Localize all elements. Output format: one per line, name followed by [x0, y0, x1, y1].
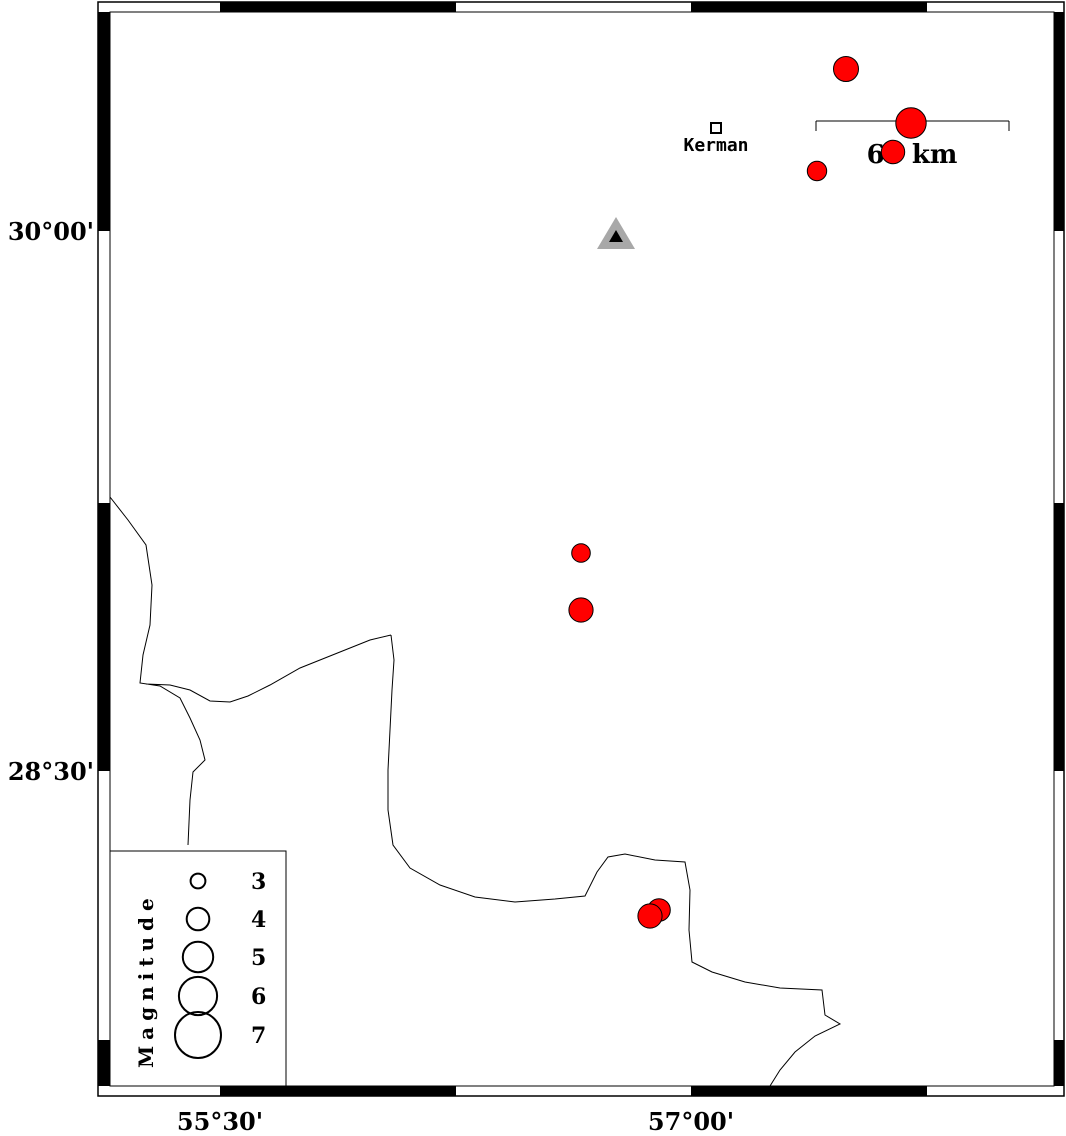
station-marker	[597, 217, 635, 249]
legend-circle-7	[174, 1011, 222, 1059]
lon-label-57-00: 57°00'	[648, 1107, 734, 1136]
earthquake-event-2	[895, 107, 927, 139]
station-triangle-inner-icon	[609, 230, 623, 242]
legend-label-6: 6	[251, 984, 266, 1010]
lat-label-28-30: 28°30'	[8, 757, 94, 786]
earthquake-event-5	[571, 543, 591, 563]
province-boundary	[109, 496, 842, 1087]
legend-items: 3 4 5 6 7	[174, 869, 266, 1059]
frame-left-ticks	[98, 12, 110, 1086]
lat-label-30-00: 30°00'	[8, 217, 94, 246]
city-label: Kerman	[683, 135, 748, 156]
scale-bar-label: 60 km	[867, 140, 958, 170]
city-kerman: Kerman	[683, 122, 749, 156]
legend-circle-4	[185, 906, 211, 932]
earthquake-event-4	[806, 160, 828, 182]
frame-bottom-ticks	[220, 1086, 927, 1096]
legend-circle-6	[177, 975, 219, 1017]
legend-label-3: 3	[251, 869, 266, 895]
frame-right-ticks	[1054, 12, 1064, 1086]
city-square-icon	[710, 122, 722, 134]
legend-label-5: 5	[251, 945, 266, 971]
legend-box	[109, 850, 287, 1087]
events-layer	[568, 56, 927, 929]
earthquake-event-6	[568, 597, 594, 623]
legend-label-4: 4	[251, 907, 266, 933]
earthquake-event-1	[833, 56, 859, 82]
frame-top-ticks	[220, 2, 927, 12]
legend-circle-3	[189, 872, 207, 890]
lon-label-55-30: 55°30'	[177, 1107, 263, 1136]
legend-circle-5	[181, 940, 215, 974]
earthquake-event-8	[637, 903, 663, 929]
earthquake-event-3	[880, 139, 906, 165]
legend-label-7: 7	[251, 1023, 266, 1049]
legend-title: Magnitude	[134, 892, 158, 1068]
magnitude-legend: Magnitude 3 4 5 6 7	[109, 850, 287, 1087]
